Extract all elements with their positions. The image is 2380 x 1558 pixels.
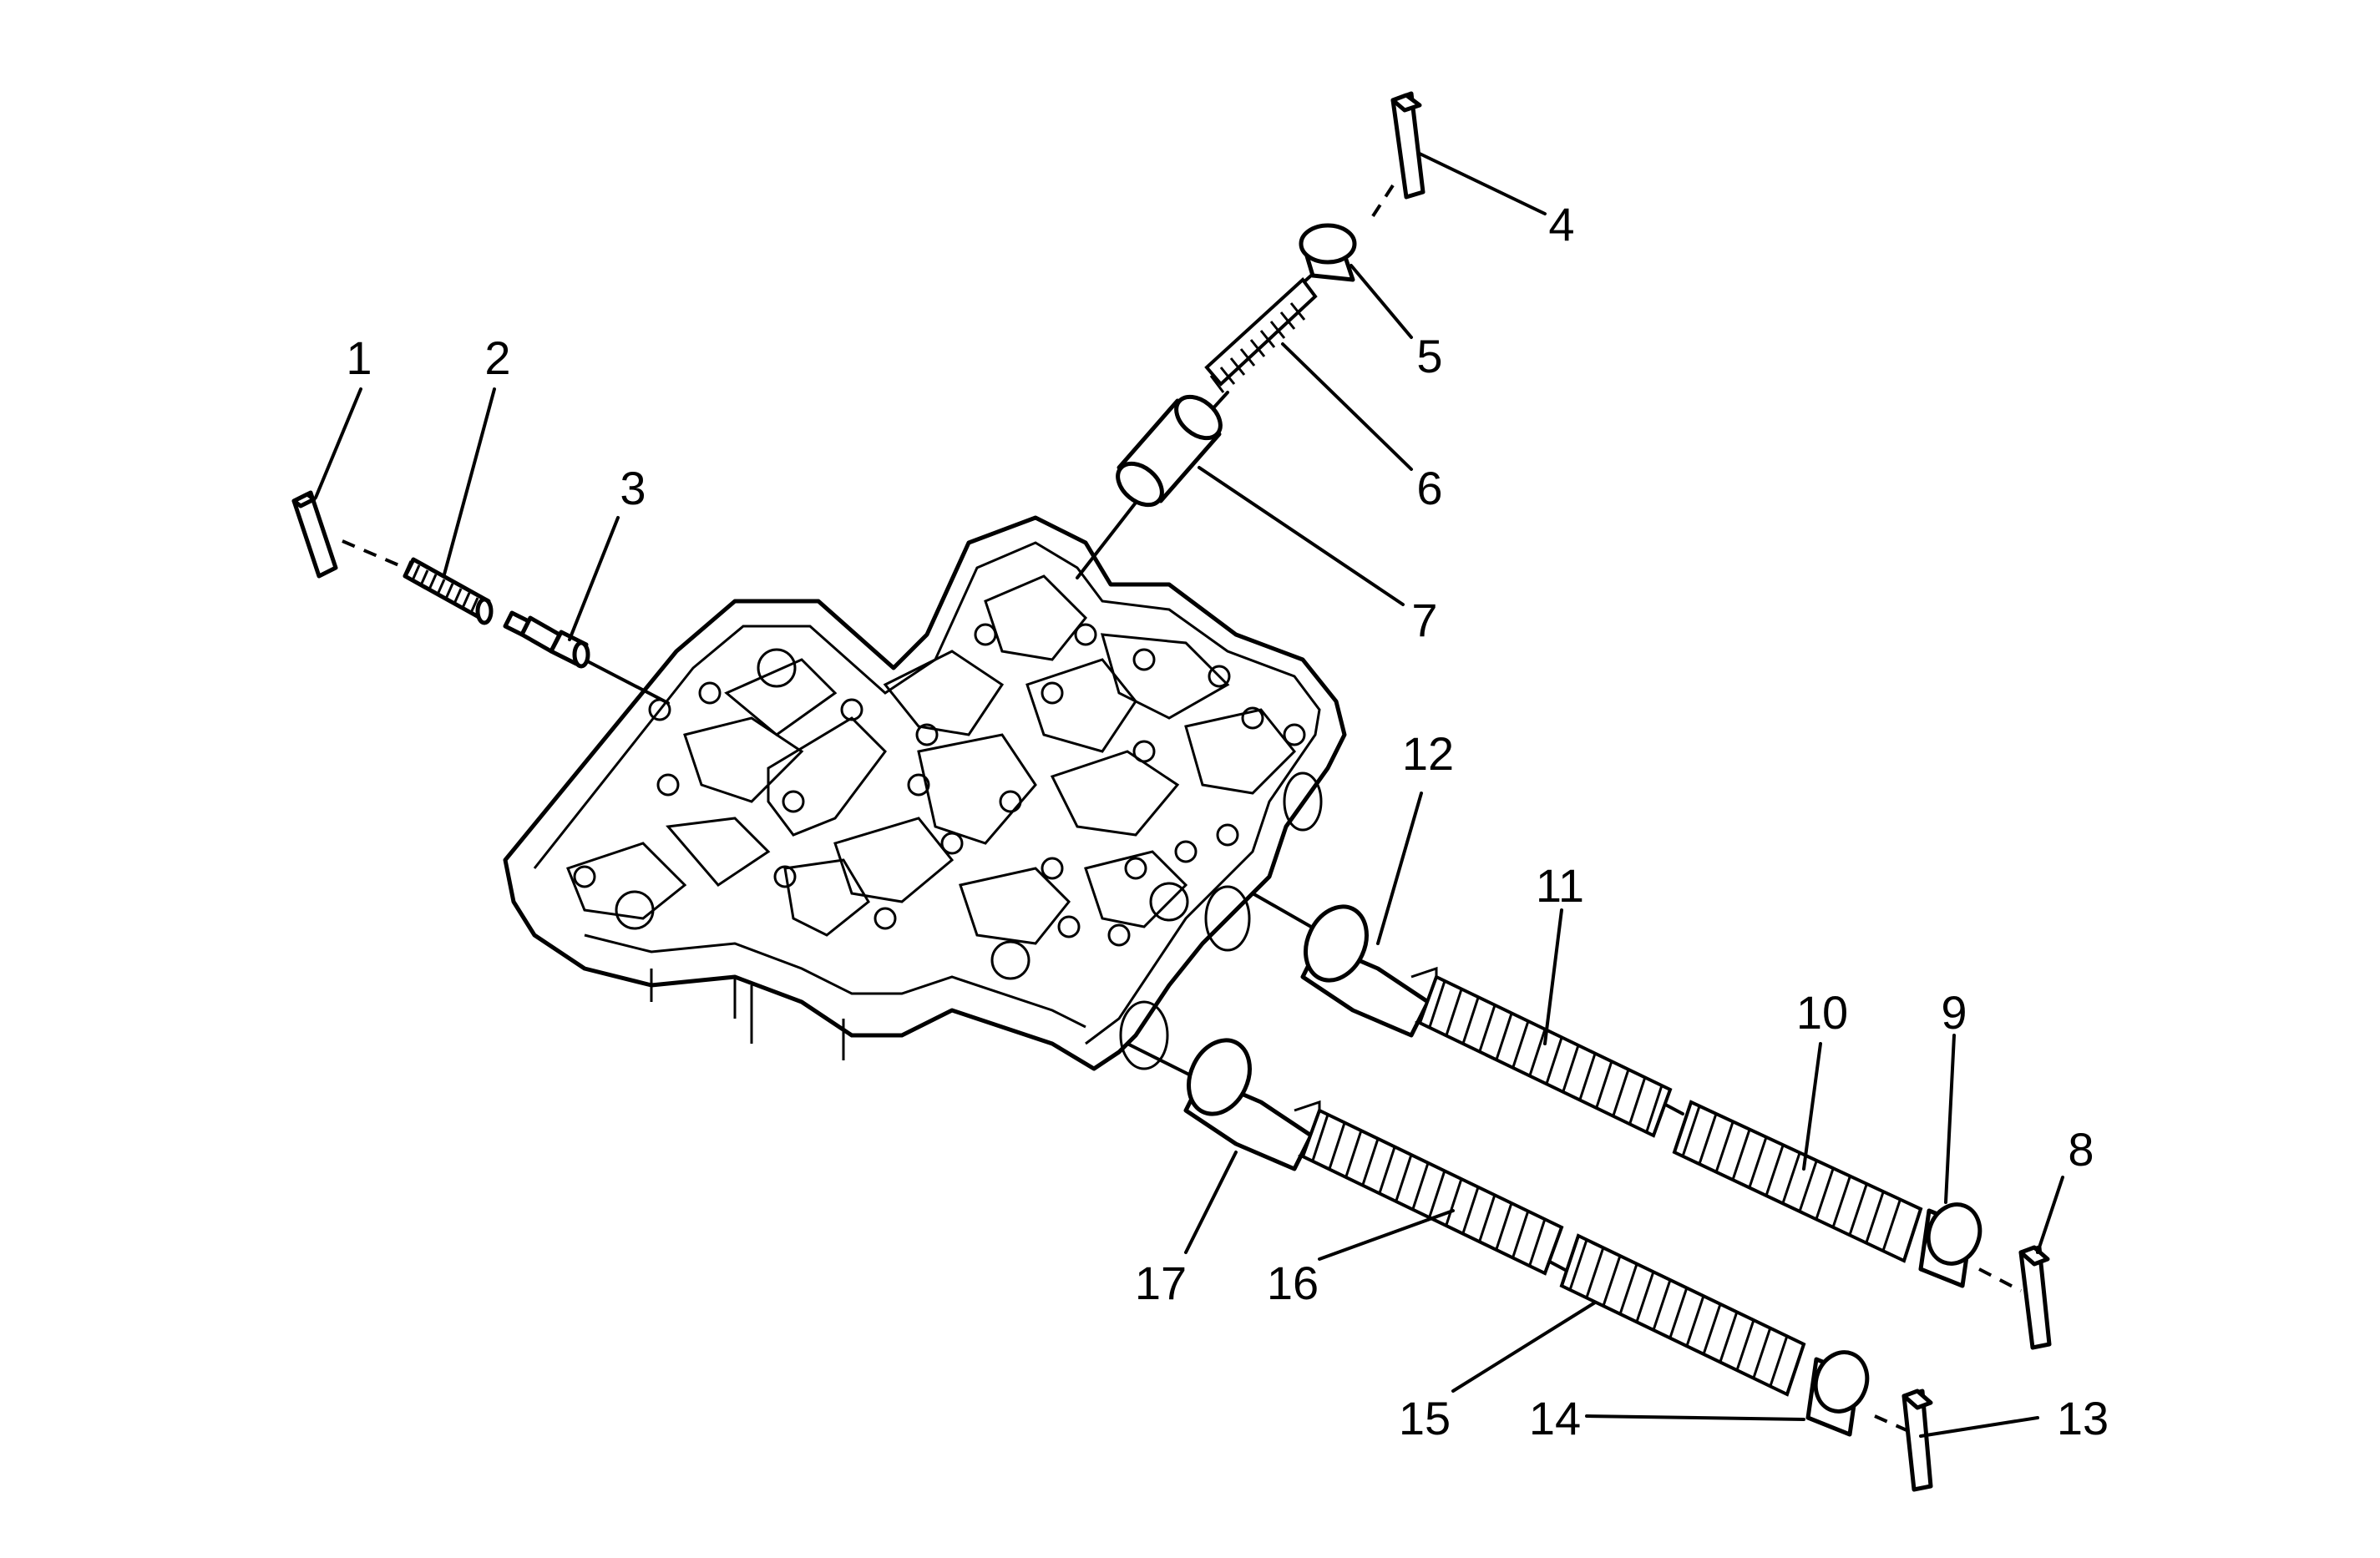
callout-17: 17: [1135, 1257, 1187, 1309]
valve-body: [503, 515, 1347, 1071]
spring-11: [1417, 974, 1673, 1138]
spring-6: [1204, 277, 1318, 393]
plug-14: [1805, 1350, 1870, 1437]
callout-3: 3: [620, 462, 646, 514]
callout-8: 8: [2068, 1123, 2094, 1176]
callout-labels: 1 2 3 4 5 6 7 8 9 10 11 12 13 14 15 16 1…: [346, 198, 2109, 1444]
retainer-pin-4: [1390, 91, 1425, 200]
callout-7: 7: [1411, 594, 1437, 646]
callout-4: 4: [1548, 198, 1574, 250]
retainer-pin-8: [2018, 1245, 2052, 1350]
plug-5: [1299, 223, 1357, 282]
valve-17: [1183, 1038, 1321, 1171]
valve-7: [1116, 394, 1223, 508]
assembly-axis-lines: [342, 184, 2022, 1434]
callout-10: 10: [1796, 986, 1848, 1039]
spring-16: [1300, 1108, 1564, 1276]
valve-3: [503, 610, 590, 669]
callout-11: 11: [1536, 859, 1584, 912]
callout-13: 13: [2057, 1392, 2109, 1444]
callout-5: 5: [1416, 330, 1442, 382]
plug-9: [1918, 1202, 1982, 1288]
leader-lines: [314, 152, 2064, 1438]
spring-10: [1672, 1100, 1923, 1263]
callout-6: 6: [1416, 462, 1442, 514]
spring-2: [403, 557, 494, 625]
callout-12: 12: [1402, 727, 1454, 780]
retainer-pin-13: [1901, 1389, 1933, 1492]
valve-12: [1300, 904, 1438, 1038]
callout-16: 16: [1267, 1257, 1319, 1309]
callout-2: 2: [484, 331, 510, 384]
callout-1: 1: [346, 331, 372, 384]
callout-14: 14: [1529, 1392, 1581, 1444]
callout-15: 15: [1399, 1392, 1451, 1444]
callout-9: 9: [1941, 986, 1967, 1039]
spring-15: [1559, 1233, 1806, 1397]
retainer-pin-1: [291, 490, 338, 579]
